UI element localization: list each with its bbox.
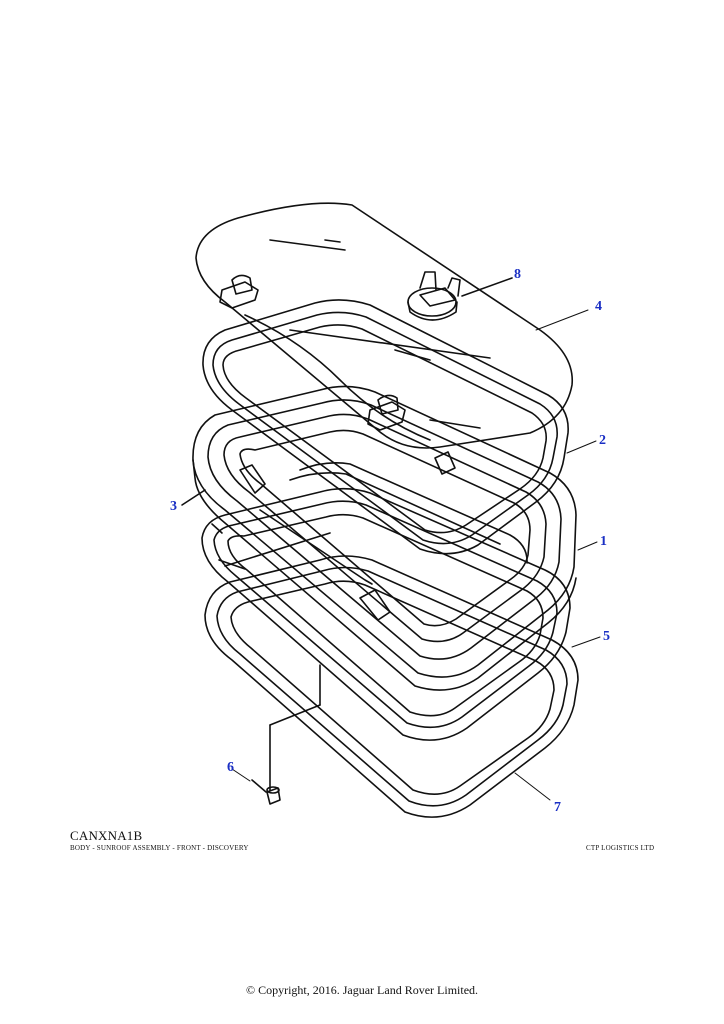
part-6-bolt xyxy=(251,779,281,805)
part-8-latch-handle xyxy=(407,271,513,321)
hinge-brackets xyxy=(219,274,456,475)
callout-6: 6 xyxy=(227,760,234,775)
callout-2: 2 xyxy=(599,433,606,448)
diagram-code: CANXNA1B xyxy=(70,828,143,843)
callout-8: 8 xyxy=(514,267,521,282)
company-name: CTP LOGISTICS LTD xyxy=(586,844,655,852)
part-1-main-frame xyxy=(192,385,577,691)
diagram-caption: BODY - SUNROOF ASSEMBLY - FRONT - DISCOV… xyxy=(70,844,249,852)
leader-lines xyxy=(231,309,601,801)
callout-7: 7 xyxy=(554,800,561,815)
callout-5: 5 xyxy=(603,629,610,644)
part-5-seal-frame xyxy=(201,487,571,741)
callout-3: 3 xyxy=(170,499,177,514)
part-2-seal xyxy=(202,299,569,555)
part-3-inner-liner xyxy=(181,462,528,791)
callout-1: 1 xyxy=(600,534,607,549)
part-4-glass-panel xyxy=(195,202,573,449)
part-7-trim-frame xyxy=(204,555,579,818)
callout-4: 4 xyxy=(595,299,602,314)
copyright-notice: © Copyright, 2016. Jaguar Land Rover Lim… xyxy=(245,983,479,997)
